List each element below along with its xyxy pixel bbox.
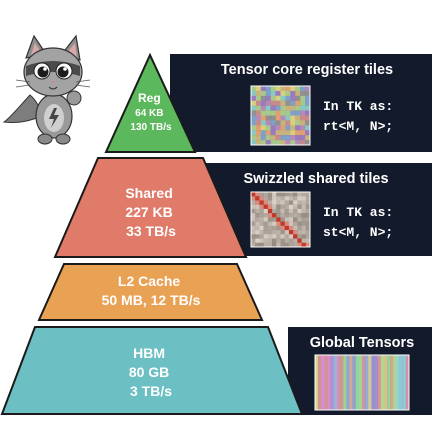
hbm-label: HBM 80 GB 3 TB/s	[129, 345, 173, 399]
global-tensor-thumbnail	[314, 354, 410, 411]
shared-code: In TK as: st<M, N>;	[323, 205, 401, 240]
reg-level	[104, 52, 197, 153]
shared-level	[53, 157, 248, 258]
cat-superhero-mascot	[2, 34, 91, 145]
reg-label: Reg 64 KB 130 TB/s	[130, 91, 172, 133]
register-tiles-title: Tensor core register tiles	[221, 62, 393, 78]
register-code: In TK as: rt<M, N>;	[323, 99, 401, 134]
swizzled-tile-thumbnail	[250, 191, 311, 248]
shared-label: Shared 227 KB 33 TB/s	[125, 185, 176, 239]
l2-cache-level	[37, 263, 264, 321]
hbm-level	[0, 326, 304, 415]
global-tensors-title: Global Tensors	[310, 335, 414, 351]
shared-tiles-title: Swizzled shared tiles	[243, 171, 388, 187]
l2-cache-label: L2 Cache 50 MB, 12 TB/s	[102, 273, 201, 308]
register-tile-thumbnail	[250, 85, 311, 146]
